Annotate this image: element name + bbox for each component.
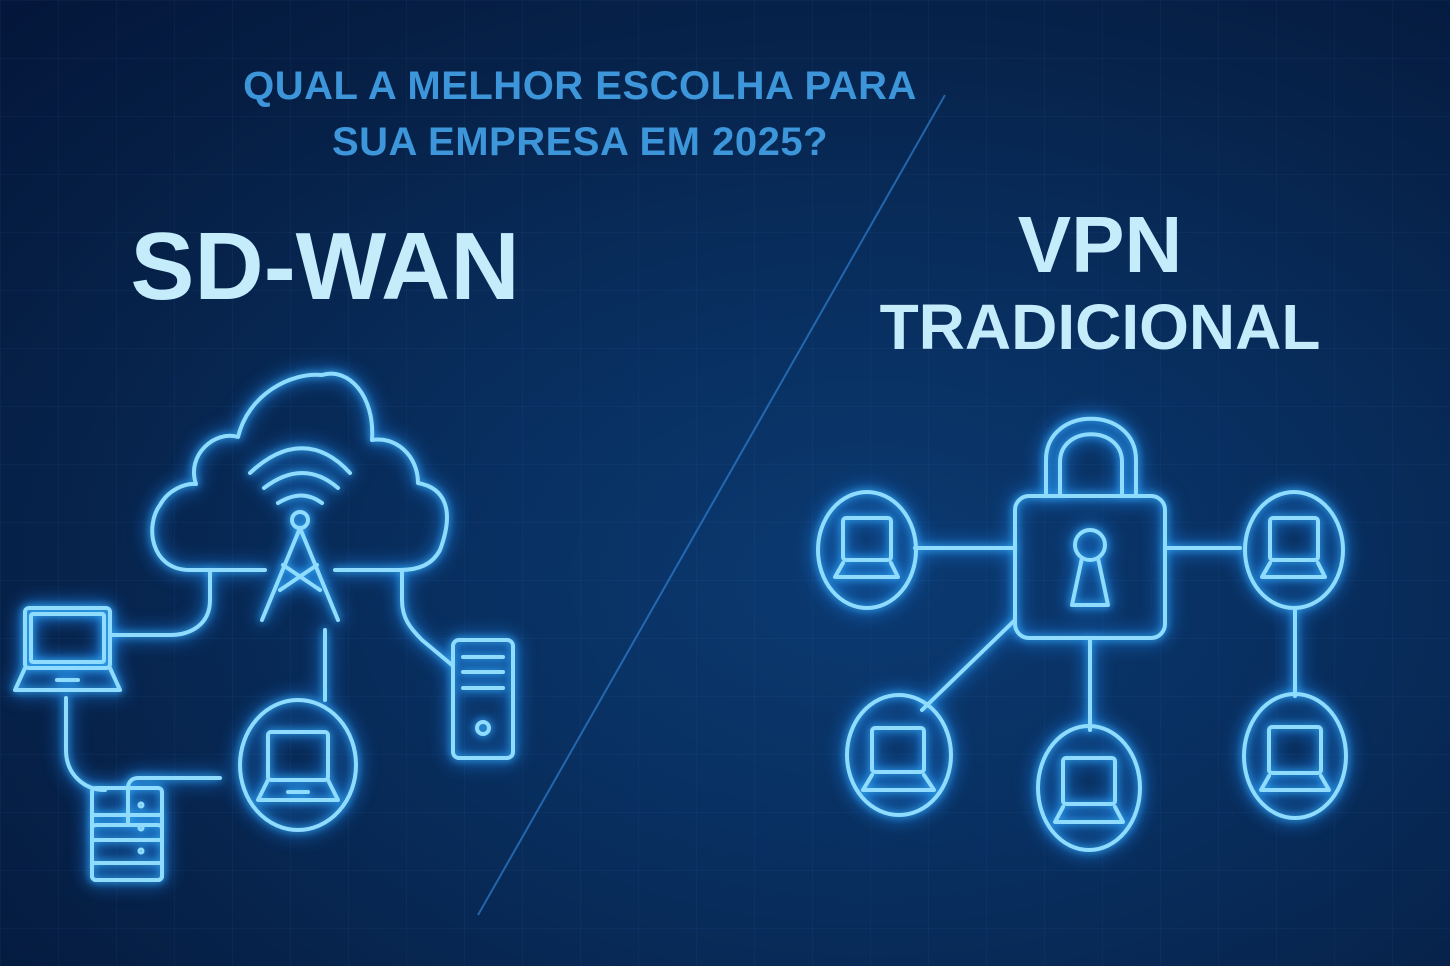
divider-line bbox=[477, 94, 946, 916]
laptop-icon bbox=[1242, 692, 1348, 820]
headline-line-2: SUA EMPRESA EM 2025? bbox=[331, 120, 829, 164]
laptop-icon bbox=[13, 606, 122, 692]
vpn-title-line-1: VPN bbox=[1017, 200, 1183, 289]
sdwan-title: SD-WAN bbox=[130, 213, 520, 320]
laptop-icon bbox=[1243, 490, 1345, 610]
keyhole-icon bbox=[1070, 528, 1110, 607]
laptop-icon bbox=[845, 693, 953, 817]
server-tower-icon bbox=[451, 638, 515, 760]
headline-line-1: QUAL A MELHOR ESCOLHA PARA bbox=[243, 64, 917, 108]
wifi-signal-icon bbox=[248, 446, 352, 505]
cell-tower-icon bbox=[260, 510, 340, 622]
vpn-title: VPN TRADICIONAL bbox=[860, 200, 1340, 364]
laptop-icon bbox=[1036, 724, 1142, 852]
server-rack-icon bbox=[90, 786, 164, 882]
cloud-icon bbox=[150, 371, 449, 572]
laptop-icon bbox=[238, 698, 358, 832]
vpn-title-line-2: TRADICIONAL bbox=[879, 291, 1321, 363]
laptop-icon bbox=[816, 490, 918, 610]
headline-question: QUAL A MELHOR ESCOLHA PARA SUA EMPRESA E… bbox=[230, 58, 930, 170]
